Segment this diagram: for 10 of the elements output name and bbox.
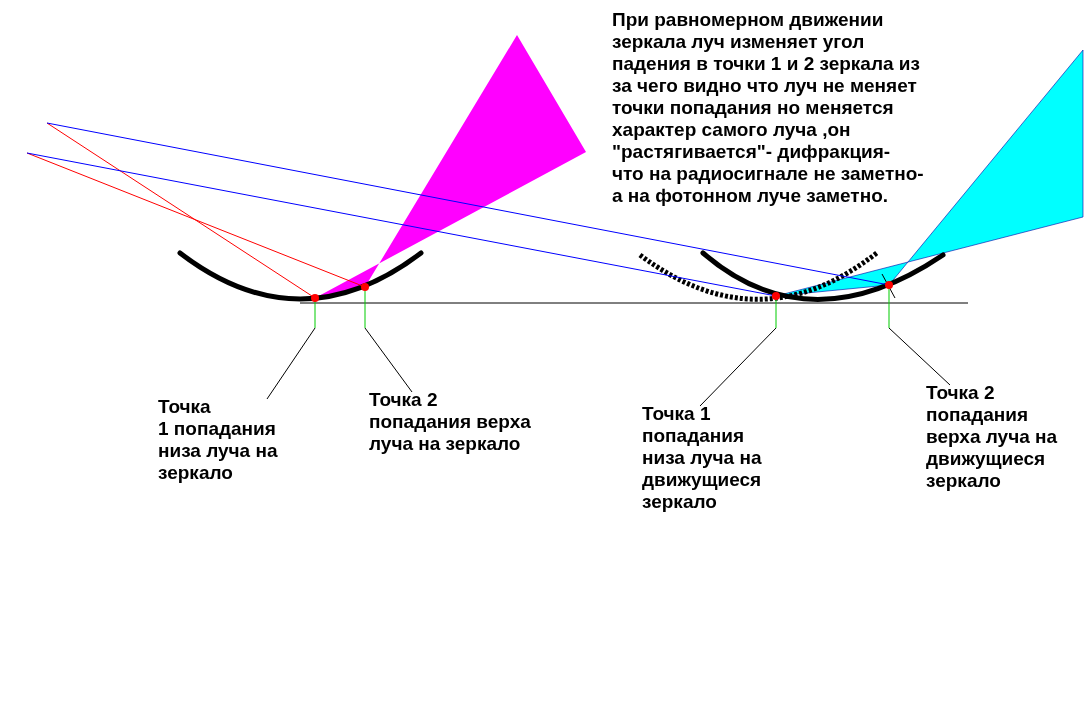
point-label: Точка 2 попадания верха луча на движущиеся зеркало xyxy=(926,382,1059,492)
point-label: Точка 2 попадания верха луча на зеркало xyxy=(369,389,531,455)
point-dot xyxy=(885,281,893,289)
point-dot xyxy=(311,294,319,302)
point-label: Точка xyxy=(158,396,212,418)
point-label: Точка 1 попадания низа луча на движущиеся зеркало xyxy=(642,403,763,513)
point-label: 1 попадания низа луча на зеркало xyxy=(158,418,279,484)
explanation-text: При равномерном движении зеркала луч изменяет угол падения в точки 1 и 2 зеркала из за чего видно что луч не меняет точки попадания но меняется характер самого луча ,он "растягивается"- дифракция- что на радиосигнале не заметно-а на фотонном луче заметно. xyxy=(612,9,924,207)
point-dot xyxy=(772,292,780,300)
point-dot xyxy=(361,283,369,291)
